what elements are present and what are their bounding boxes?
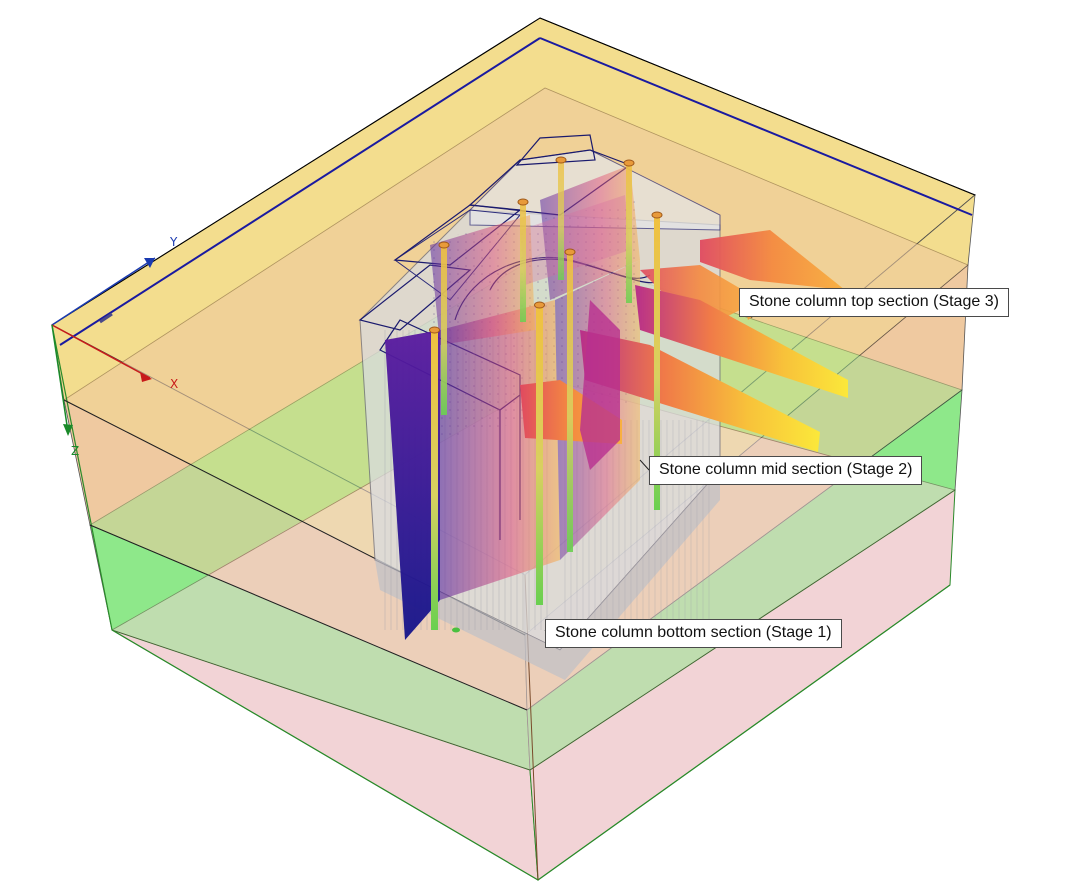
wedge-stage-3-b [640,265,760,330]
axis-y-label: Y [169,235,178,249]
box-frame-lines [51,17,976,881]
stone-column [517,198,529,322]
stone-column [651,211,663,510]
stone-column [429,326,460,633]
wedge-stage-2-a [635,285,848,398]
callout-mid-text: Stone column mid section (Stage 2) [659,461,913,478]
callout-stone-column-top: Stone column top section (Stage 3) [739,288,1009,317]
stone-column [564,248,576,552]
wedge-stage-3-a [700,230,845,290]
stone-columns [429,156,663,633]
wedge-stage-2-b [580,330,820,452]
callout-top-text: Stone column top section (Stage 3) [749,293,999,310]
callout-stone-column-bottom: Stone column bottom section (Stage 1) [545,619,842,648]
stone-column [534,301,545,605]
stone-column [438,241,450,415]
callout-bottom-text: Stone column bottom section (Stage 1) [555,624,832,641]
stone-column [623,159,635,303]
axis-x-label: X [170,377,178,391]
xyz-axis-triad-icon: Y X Z [51,235,178,458]
axis-z-label: Z [71,444,79,458]
stone-column-result-wedges [520,230,848,470]
callout-stone-column-mid: Stone column mid section (Stage 2) [649,456,923,485]
stone-column [555,156,567,280]
